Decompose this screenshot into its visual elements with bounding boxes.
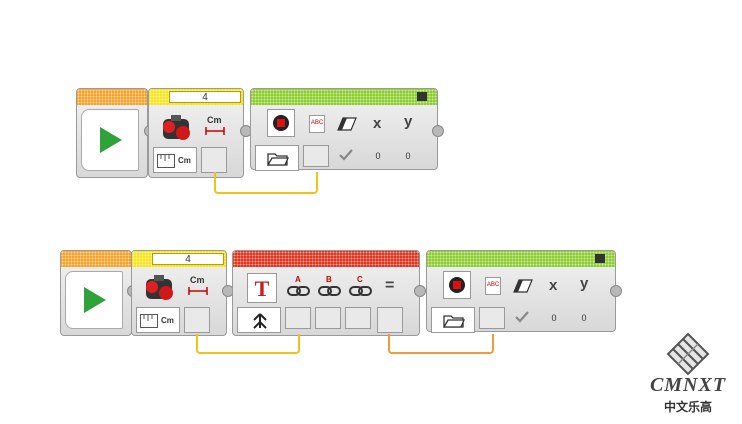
display-target-icon[interactable] (267, 109, 295, 137)
x-label: x (373, 115, 382, 132)
distance-icon (205, 127, 225, 135)
start-block-header (77, 89, 147, 105)
merge-icon (253, 313, 267, 329)
link-icon-b (318, 286, 341, 296)
display-block[interactable]: ABC x y 0 0 (426, 250, 616, 333)
clear-checkbox[interactable] (333, 145, 359, 169)
wire-input-plug[interactable] (479, 307, 505, 329)
watermark-logo: CMNXT 中文乐高 (640, 332, 736, 420)
result-label: = (385, 277, 395, 294)
ultrasonic-sensor-icon (146, 275, 173, 300)
file-open-button[interactable] (431, 307, 475, 333)
unit-label: Cm (190, 275, 205, 285)
display-block-header (251, 89, 437, 105)
sequence-connector[interactable] (432, 125, 444, 137)
checkmark-icon (515, 311, 529, 323)
text-t-icon: T (254, 276, 270, 301)
input-a-label: A (295, 275, 301, 284)
sensor-block-header: 4 (132, 251, 226, 267)
mode-selector[interactable]: Cm (136, 307, 180, 333)
start-button[interactable] (81, 109, 139, 171)
sequence-connector[interactable] (610, 285, 622, 297)
text-mode-icon[interactable]: T (247, 273, 277, 303)
start-block[interactable] (76, 88, 148, 178)
data-wire-yellow[interactable] (214, 172, 318, 194)
clear-checkbox[interactable] (509, 307, 535, 331)
input-b-plug[interactable] (315, 307, 341, 329)
text-block-header (233, 251, 419, 267)
x-value[interactable]: 0 (551, 313, 557, 323)
port-value[interactable]: 4 (169, 91, 241, 103)
checkmark-icon (339, 149, 353, 161)
distance-icon (188, 287, 208, 295)
file-open-button[interactable] (255, 145, 299, 171)
data-wire-yellow[interactable] (196, 334, 300, 354)
y-value[interactable]: 0 (405, 151, 411, 161)
display-block-header (427, 251, 615, 267)
text-icon: ABC (485, 277, 501, 295)
y-label: y (580, 275, 589, 292)
text-icon-label: ABC (486, 282, 500, 288)
display-target-icon[interactable] (443, 271, 471, 299)
brick-icon (595, 254, 605, 263)
x-label: x (549, 277, 558, 294)
y-label: y (404, 113, 413, 130)
ultrasonic-sensor-block[interactable]: 4 Cm Cm (148, 88, 244, 178)
ruler-icon (157, 154, 175, 168)
input-b-label: B (326, 275, 332, 284)
sequence-connector[interactable] (414, 285, 426, 297)
sensor-block-header: 4 (149, 89, 243, 105)
port-value[interactable]: 4 (152, 253, 224, 265)
link-icon-a (287, 286, 310, 296)
output-plug[interactable] (201, 147, 227, 173)
play-icon (84, 287, 106, 313)
mode-unit-label: Cm (178, 156, 191, 165)
start-block[interactable] (60, 250, 132, 336)
brick-icon (417, 92, 427, 101)
result-plug[interactable] (377, 307, 403, 333)
eraser-icon (337, 117, 357, 131)
x-value[interactable]: 0 (375, 151, 381, 161)
input-c-label: C (357, 275, 363, 284)
watermark-subtitle: 中文乐高 (663, 400, 712, 414)
output-plug[interactable] (184, 307, 210, 333)
folder-icon (267, 153, 289, 166)
ruler-icon (140, 314, 158, 328)
y-value[interactable]: 0 (581, 313, 587, 323)
cube-logo-icon (666, 332, 710, 376)
ultrasonic-sensor-icon (163, 115, 190, 140)
eraser-icon (513, 279, 533, 293)
folder-icon (443, 315, 465, 328)
start-button[interactable] (65, 271, 123, 329)
input-c-plug[interactable] (345, 307, 371, 329)
play-icon (100, 127, 122, 153)
start-block-header (61, 251, 131, 267)
text-icon-label: ABC (310, 120, 324, 126)
unit-label: Cm (207, 115, 222, 125)
text-block[interactable]: T A B C = (232, 250, 420, 336)
text-icon: ABC (309, 115, 325, 133)
data-wire-orange[interactable] (388, 334, 494, 354)
link-icon-c (349, 286, 372, 296)
wire-input-plug[interactable] (303, 145, 329, 167)
display-block[interactable]: ABC x y 0 0 (250, 88, 438, 171)
watermark-brand: CMNXT (649, 374, 727, 396)
mode-unit-label: Cm (161, 316, 174, 325)
input-a-plug[interactable] (285, 307, 311, 329)
mode-selector[interactable]: Cm (153, 147, 197, 173)
ultrasonic-sensor-block[interactable]: 4 Cm Cm (131, 250, 227, 336)
merge-mode-button[interactable] (237, 307, 281, 333)
